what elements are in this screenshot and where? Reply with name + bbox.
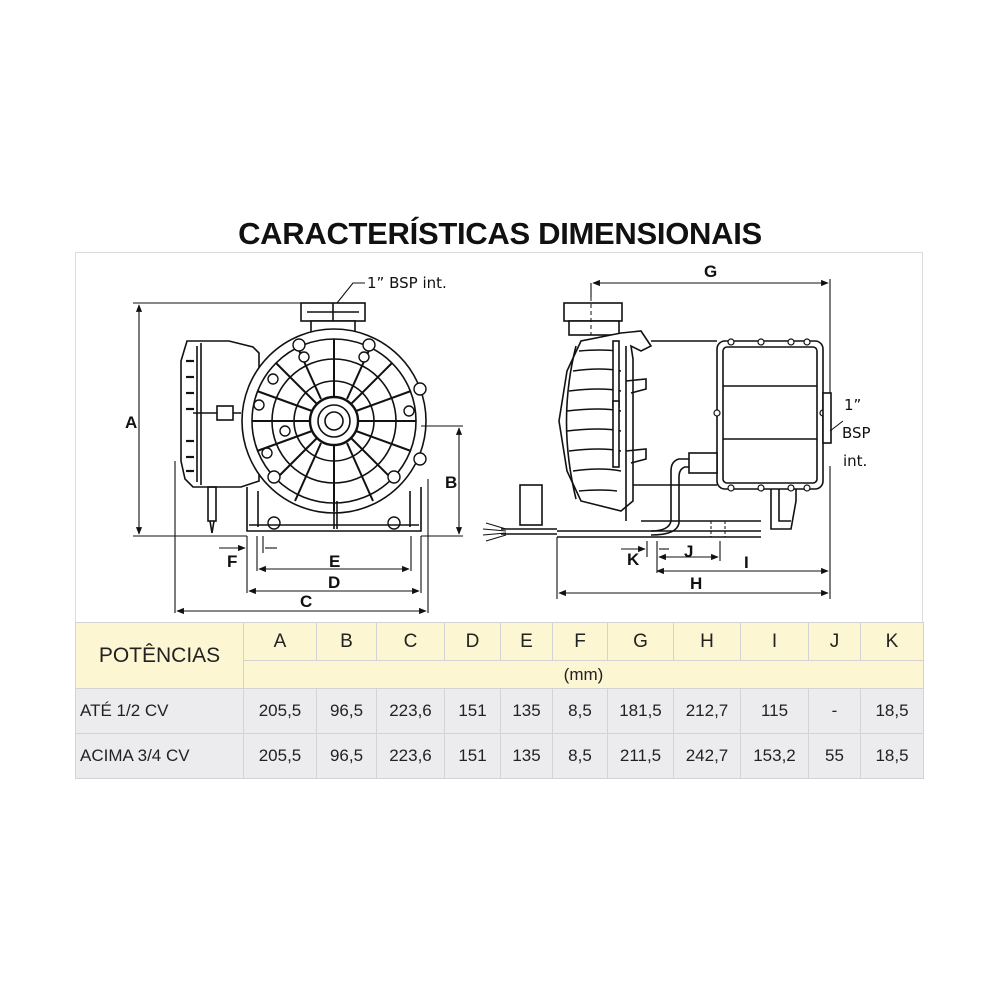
column-header-g: G: [607, 622, 674, 661]
dim-label-k: K: [627, 550, 640, 569]
column-header-c: C: [376, 622, 445, 661]
column-header-f: F: [552, 622, 608, 661]
dim-label-c: C: [300, 592, 312, 611]
cell-c: 223,6: [376, 733, 445, 779]
column-header-b: B: [316, 622, 377, 661]
table-header-row: POTÊNCIAS A B C D E F G H I J K: [75, 622, 924, 689]
cell-h: 242,7: [673, 733, 741, 779]
side-bsp-note-line-1: 1”: [844, 396, 861, 414]
dim-label-h: H: [690, 574, 702, 593]
cell-c: 223,6: [376, 688, 445, 734]
cell-a: 205,5: [243, 688, 317, 734]
cell-d: 151: [444, 688, 501, 734]
column-header-j: J: [808, 622, 861, 661]
cell-b: 96,5: [316, 733, 377, 779]
column-header-d: D: [444, 622, 501, 661]
cell-a: 205,5: [243, 733, 317, 779]
front-view-dimensions: [133, 282, 463, 615]
cell-e: 135: [500, 733, 553, 779]
dim-label-b: B: [445, 473, 457, 492]
cell-i: 153,2: [740, 733, 809, 779]
table-row: ACIMA 3/4 CV 205,5 96,5 223,6 151 135 8,…: [75, 733, 924, 779]
dim-label-e: E: [329, 552, 340, 571]
dim-label-f: F: [227, 552, 237, 571]
cell-d: 151: [444, 733, 501, 779]
column-header-h: H: [673, 622, 741, 661]
page-title: CARACTERÍSTICAS DIMENSIONAIS: [238, 216, 762, 251]
front-bsp-note: 1” BSP int.: [367, 274, 447, 292]
dim-label-j: J: [684, 542, 693, 561]
column-header-e: E: [500, 622, 553, 661]
cell-j: 55: [808, 733, 861, 779]
pump-front-view: [180, 302, 427, 534]
side-bsp-note-line-2: BSP: [842, 424, 871, 442]
dim-label-d: D: [328, 573, 340, 592]
column-header-potencias: POTÊNCIAS: [75, 622, 244, 689]
cell-f: 8,5: [552, 733, 608, 779]
cell-g: 211,5: [607, 733, 674, 779]
cell-g: 181,5: [607, 688, 674, 734]
row-label: ATÉ 1/2 CV: [75, 688, 244, 734]
column-header-i: I: [740, 622, 809, 661]
cell-h: 212,7: [673, 688, 741, 734]
cell-j: -: [808, 688, 861, 734]
cell-b: 96,5: [316, 688, 377, 734]
cell-i: 115: [740, 688, 809, 734]
table-row: ATÉ 1/2 CV 205,5 96,5 223,6 151 135 8,5 …: [75, 688, 924, 734]
unit-label: (mm): [243, 660, 924, 689]
cell-e: 135: [500, 688, 553, 734]
dimension-drawing-panel: A B C D E F 1” BSP int.: [75, 252, 923, 622]
front-view-labels: A B C D E F 1” BSP int.: [125, 274, 457, 611]
dim-label-a: A: [125, 413, 137, 432]
table-unit-row: (mm): [76, 660, 924, 689]
dimensions-table: POTÊNCIAS A B C D E F G H I J K (mm) ATÉ…: [75, 622, 924, 779]
cell-k: 18,5: [860, 733, 924, 779]
column-header-a: A: [243, 622, 317, 661]
dim-label-g: G: [704, 262, 717, 281]
column-header-k: K: [860, 622, 924, 661]
cell-k: 18,5: [860, 688, 924, 734]
side-view-labels: G H I J K 1” BSP int.: [627, 262, 871, 593]
pump-side-view: [482, 297, 832, 542]
cell-f: 8,5: [552, 688, 608, 734]
side-bsp-note-line-3: int.: [843, 452, 867, 470]
row-label: ACIMA 3/4 CV: [75, 733, 244, 779]
dim-label-i: I: [744, 553, 749, 572]
side-view-dimensions: [556, 279, 844, 599]
